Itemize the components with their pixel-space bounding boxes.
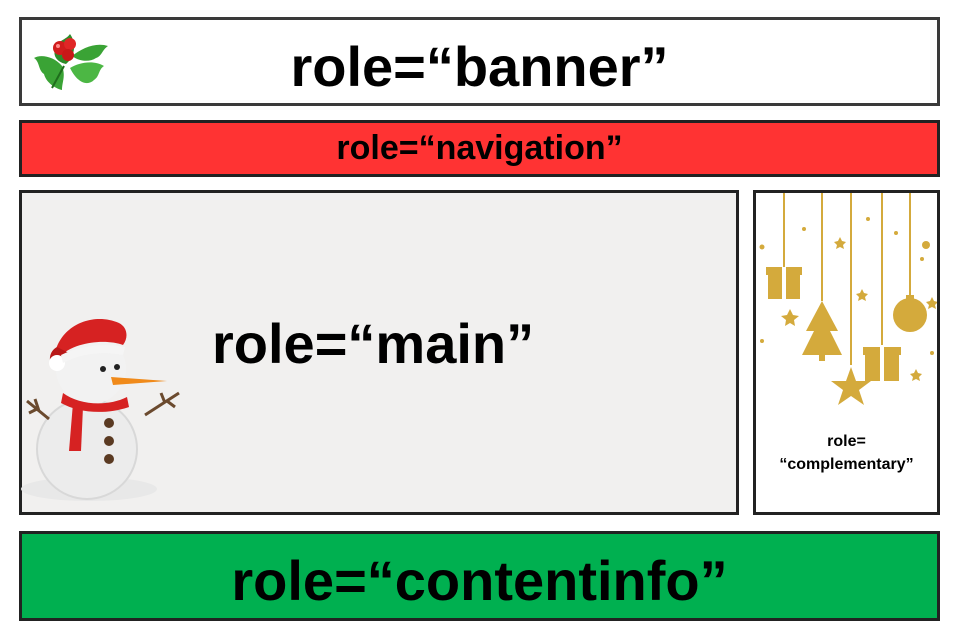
snowman-icon xyxy=(21,319,180,501)
main-region: role=“main” xyxy=(19,190,739,515)
banner-region: role=“banner” xyxy=(19,17,940,106)
contentinfo-label: role=“contentinfo” xyxy=(231,549,728,612)
navigation-region: role=“navigation” xyxy=(19,120,940,177)
contentinfo-region: role=“contentinfo” xyxy=(19,531,940,621)
main-label: role=“main” xyxy=(212,312,535,375)
complementary-label-line1: role= xyxy=(827,433,866,450)
hanging-ornaments-icon xyxy=(759,193,937,405)
banner-label: role=“banner” xyxy=(290,35,669,98)
navigation-label: role=“navigation” xyxy=(336,129,623,167)
complementary-label-line2: “complementary” xyxy=(779,456,914,473)
complementary-region: role= “complementary” xyxy=(753,190,940,515)
holly-icon xyxy=(34,34,108,90)
